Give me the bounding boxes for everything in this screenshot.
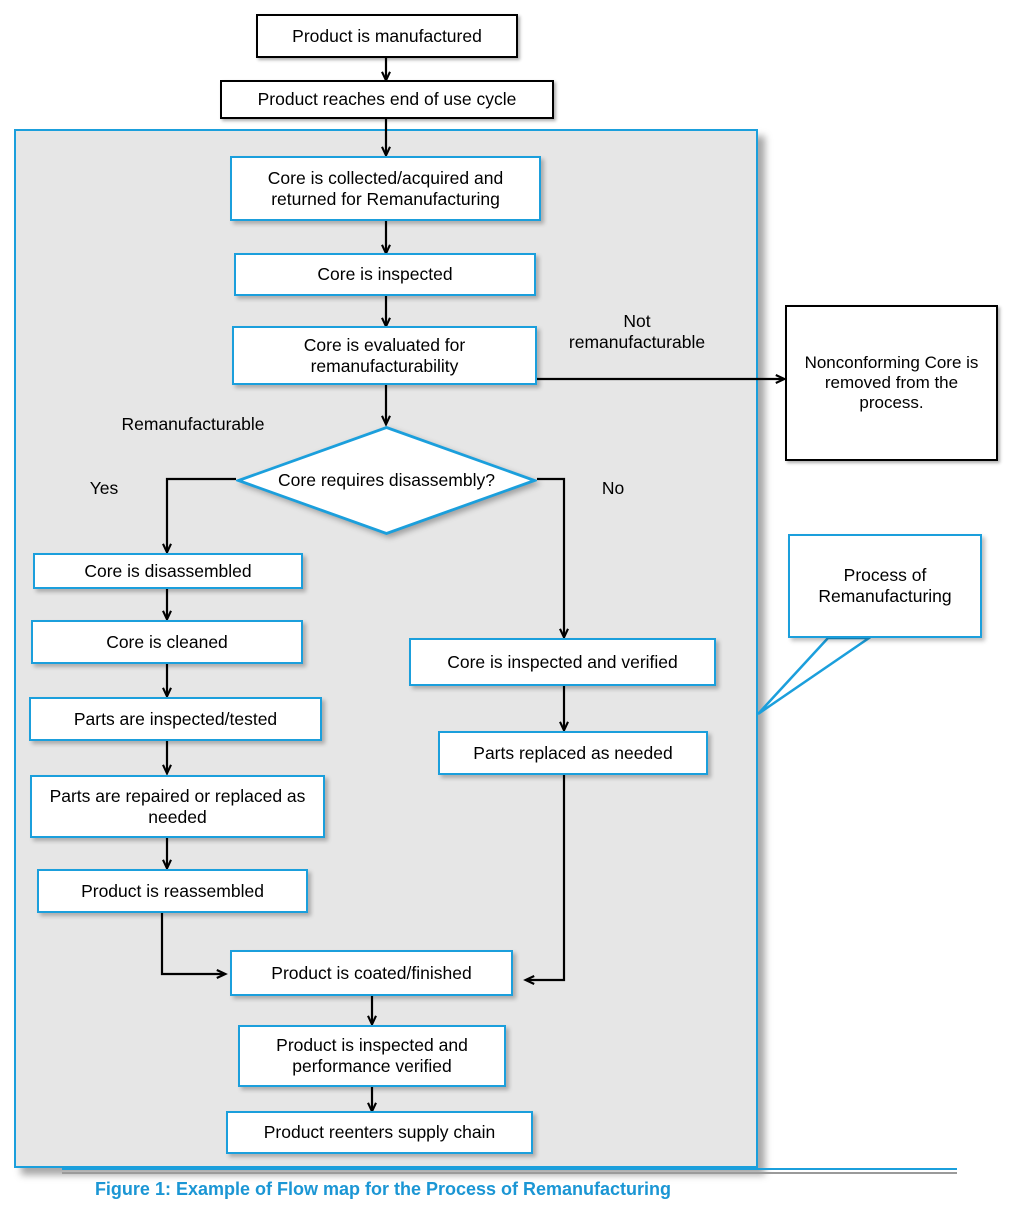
node-label: Parts replaced as needed — [473, 742, 673, 763]
node-core-evaluated[interactable]: Core is evaluated for remanufacturabilit… — [232, 326, 537, 385]
node-label: Product is coated/finished — [271, 962, 472, 983]
node-label: Parts are repaired or replaced as needed — [49, 785, 306, 827]
node-label: Product is manufactured — [292, 25, 482, 46]
node-parts-inspected-tested[interactable]: Parts are inspected/tested — [29, 697, 322, 741]
node-parts-repaired-replaced[interactable]: Parts are repaired or replaced as needed — [30, 775, 325, 838]
caption-divider — [62, 1168, 957, 1174]
edge-label-not-remanufacturable: Not remanufacturable — [568, 311, 706, 352]
node-product-manufactured[interactable]: Product is manufactured — [256, 14, 518, 58]
node-product-reenters-supply-chain[interactable]: Product reenters supply chain — [226, 1111, 533, 1154]
node-core-inspected[interactable]: Core is inspected — [234, 253, 536, 296]
edge-label-no: No — [601, 478, 625, 498]
diamond-shape — [234, 426, 539, 535]
node-label: Core is inspected — [317, 264, 453, 285]
node-core-cleaned[interactable]: Core is cleaned — [31, 620, 303, 664]
edge-label-remanufacturable: Remanufacturable — [121, 414, 265, 434]
node-core-inspected-verified[interactable]: Core is inspected and verified — [409, 638, 716, 686]
node-label: Core is inspected and verified — [447, 651, 678, 672]
node-nonconforming-core[interactable]: Nonconforming Core is removed from the p… — [785, 305, 998, 461]
node-core-disassembled[interactable]: Core is disassembled — [33, 553, 303, 589]
node-parts-replaced-as-needed[interactable]: Parts replaced as needed — [438, 731, 708, 775]
callout-label: Process of Remanufacturing — [818, 565, 952, 606]
node-core-collected[interactable]: Core is collected/acquired and returned … — [230, 156, 541, 221]
node-label: Product reenters supply chain — [263, 1122, 496, 1143]
caption-rule-blue — [62, 1168, 957, 1170]
node-label: Core is evaluated for remanufacturabilit… — [303, 334, 466, 376]
callout-process-of-remanufacturing[interactable]: Process of Remanufacturing — [788, 534, 982, 638]
node-label: Core is cleaned — [106, 631, 228, 652]
node-label: Product is reassembled — [81, 880, 264, 901]
node-product-inspected-verified[interactable]: Product is inspected and performance ver… — [238, 1025, 506, 1087]
node-end-of-use-cycle[interactable]: Product reaches end of use cycle — [220, 80, 554, 119]
node-product-reassembled[interactable]: Product is reassembled — [37, 869, 308, 913]
node-label: Core is disassembled — [84, 560, 252, 581]
node-label: Parts are inspected/tested — [73, 708, 278, 729]
node-label: Core is collected/acquired and returned … — [267, 167, 504, 209]
edge-label-yes: Yes — [89, 478, 119, 498]
node-label: Product reaches end of use cycle — [257, 89, 517, 110]
figure-caption: Figure 1: Example of Flow map for the Pr… — [94, 1179, 672, 1199]
node-decision-core-requires-disassembly[interactable]: Core requires disassembly? — [234, 425, 539, 536]
node-product-coated[interactable]: Product is coated/finished — [230, 950, 513, 996]
node-label: Nonconforming Core is removed from the p… — [804, 352, 979, 413]
caption-rule-gray — [62, 1172, 957, 1174]
node-label: Product is inspected and performance ver… — [276, 1035, 468, 1076]
